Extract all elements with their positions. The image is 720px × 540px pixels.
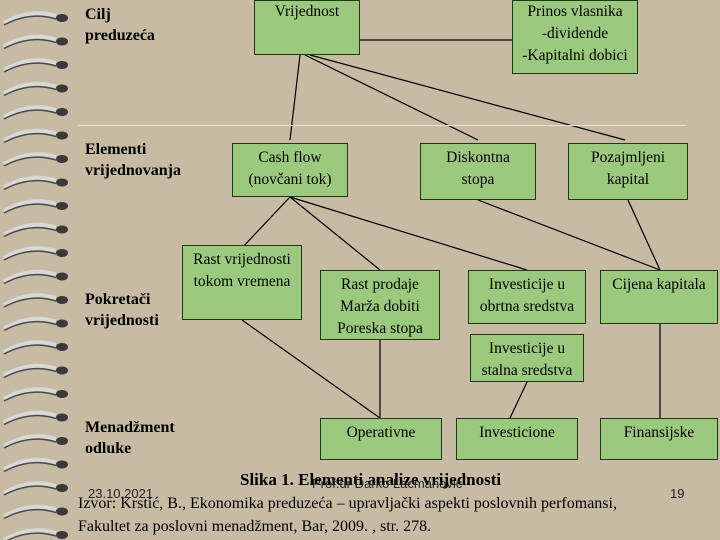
box-operational: Operativne xyxy=(320,418,442,460)
box-owner-return: Prinos vlasnika-dividende-Kapitalni dobi… xyxy=(512,0,638,74)
box-value: Vrijednost xyxy=(254,0,360,55)
box-financial: Finansijske xyxy=(600,418,718,460)
box-capital-cost: Cijena kapitala xyxy=(600,270,718,324)
row-divider xyxy=(78,125,686,126)
footer-page-number: 19 xyxy=(670,486,685,501)
box-investment: Investicione xyxy=(456,418,578,460)
figure-source: Izvor: Krstić, B., Ekonomika preduzeća –… xyxy=(78,495,617,535)
box-cash-flow: Cash flow(novčani tok) xyxy=(232,143,348,197)
spiral-binding xyxy=(3,11,68,540)
figure-caption: Slika 1. Elementi analize vrijednosti xyxy=(240,470,502,489)
footer-author: Prof.dr Darko Lacmanović xyxy=(312,476,463,491)
footer-date: 23.10.2021 xyxy=(88,486,154,501)
